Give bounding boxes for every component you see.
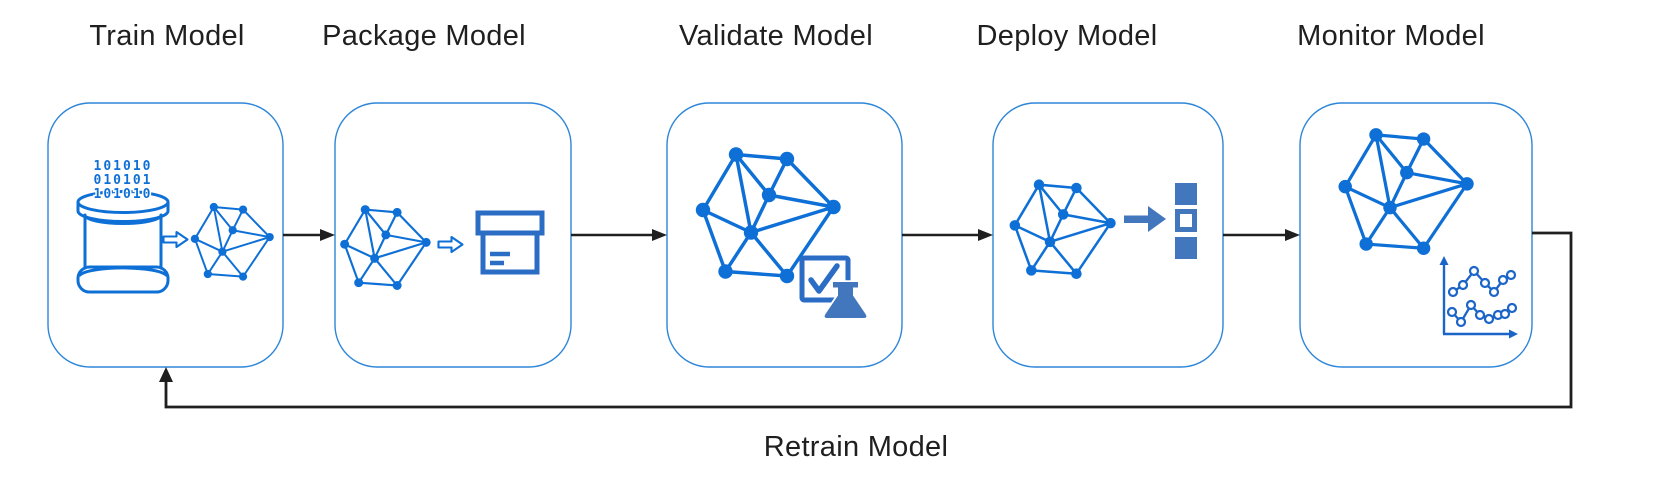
stage-box-deploy <box>992 102 1224 368</box>
binary-data-text: 101010 010101 101010 <box>92 158 153 204</box>
y-axis-arrowhead <box>1439 256 1449 265</box>
stage-box-validate <box>666 102 903 368</box>
flow-arrow-deploy-monitor <box>1223 229 1300 241</box>
flow-arrow-train-package <box>283 229 335 241</box>
stage-box-monitor <box>1299 102 1533 368</box>
retrain-label: Retrain Model <box>763 431 949 463</box>
line-chart-icon <box>1439 256 1518 339</box>
binary-row-3: 101010 <box>94 187 153 202</box>
flow-arrows <box>283 229 1300 241</box>
solid-arrow-icon <box>1124 206 1166 232</box>
stage-box-train <box>47 102 284 368</box>
feedback-arrowhead <box>159 367 173 382</box>
stage-title-package: Package Model <box>322 20 526 52</box>
x-axis-arrowhead <box>1509 329 1518 339</box>
chart-markers <box>1446 265 1518 328</box>
binary-row-1: 101010 <box>94 159 153 174</box>
check-square-icon <box>799 255 851 303</box>
stage-title-train: Train Model <box>89 20 245 52</box>
feedback-arrow <box>159 231 1573 409</box>
binary-row-2: 010101 <box>94 173 153 188</box>
deploy-squares-icon <box>1175 183 1197 259</box>
database-icon <box>76 190 170 294</box>
checkmark <box>808 263 840 294</box>
flow-arrow-validate-deploy <box>902 229 993 241</box>
stage-title-monitor: Monitor Model <box>1297 20 1485 52</box>
flask-icon <box>822 280 869 320</box>
package-box-icon <box>475 210 545 275</box>
flow-arrow-package-validate <box>571 229 667 241</box>
stage-title-validate: Validate Model <box>679 20 873 52</box>
stage-title-deploy: Deploy Model <box>976 20 1158 52</box>
